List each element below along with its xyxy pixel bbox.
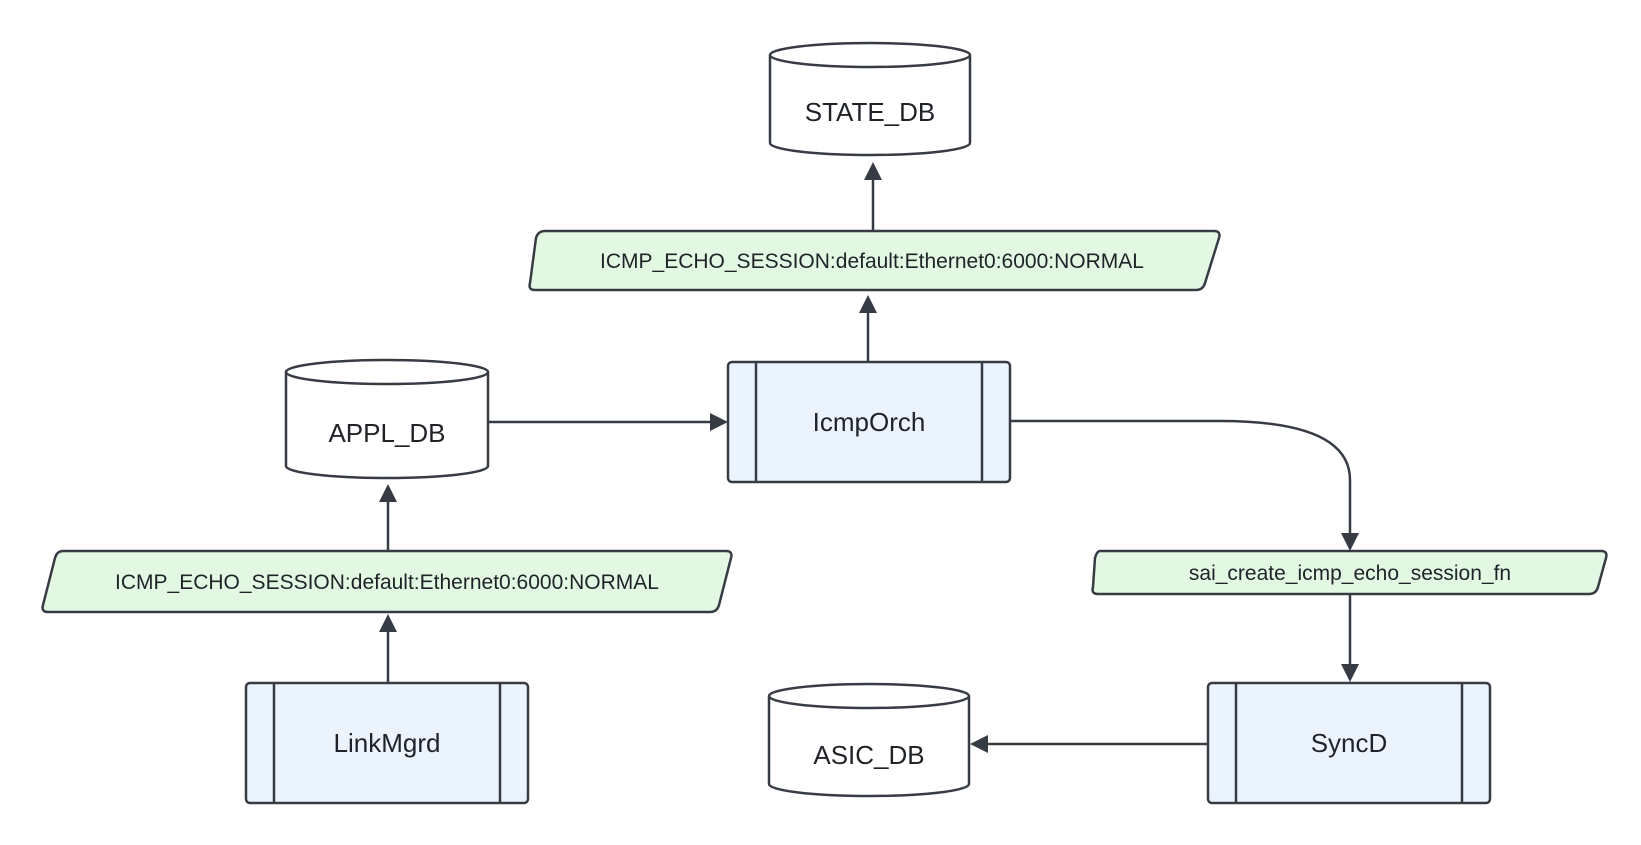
appl-message-label: ICMP_ECHO_SESSION:default:Ethernet0:6000… bbox=[115, 571, 659, 594]
edge-appl-message-to-appl-db bbox=[379, 484, 397, 551]
syncd-node[interactable]: SyncD bbox=[1206, 681, 1492, 805]
edge-appl-db-to-icmporch bbox=[488, 413, 728, 431]
database-icon bbox=[767, 682, 971, 798]
sai-message-node: sai_create_icmp_echo_session_fn bbox=[1091, 549, 1608, 596]
state-db-node[interactable]: STATE_DB bbox=[768, 41, 972, 157]
edge-syncd-to-asic-db bbox=[970, 735, 1208, 753]
linkmgrd-node[interactable]: LinkMgrd bbox=[244, 681, 530, 805]
asic-db-label: ASIC_DB bbox=[813, 740, 924, 770]
database-icon bbox=[284, 358, 490, 480]
linkmgrd-label: LinkMgrd bbox=[334, 728, 441, 758]
edge-icmporch-to-sai-message bbox=[1010, 419, 1359, 551]
edge-state-message-to-state-db bbox=[864, 162, 882, 231]
appl-db-label: APPL_DB bbox=[328, 418, 445, 448]
edge-linkmgrd-to-appl-message bbox=[379, 614, 397, 683]
state-message-label: ICMP_ECHO_SESSION:default:Ethernet0:6000… bbox=[600, 250, 1144, 273]
icmporch-node[interactable]: IcmpOrch bbox=[726, 360, 1012, 484]
appl-db-node[interactable]: APPL_DB bbox=[284, 358, 490, 480]
edges bbox=[379, 162, 1359, 753]
state-message-node: ICMP_ECHO_SESSION:default:Ethernet0:6000… bbox=[528, 229, 1221, 292]
sai-message-label: sai_create_icmp_echo_session_fn bbox=[1189, 562, 1511, 585]
database-icon bbox=[768, 41, 972, 157]
edge-sai-message-to-syncd bbox=[1341, 594, 1359, 682]
edge-icmporch-to-state-message bbox=[859, 295, 877, 362]
icmporch-label: IcmpOrch bbox=[813, 407, 926, 437]
state-db-label: STATE_DB bbox=[805, 97, 936, 127]
syncd-label: SyncD bbox=[1311, 728, 1388, 758]
asic-db-node[interactable]: ASIC_DB bbox=[767, 682, 971, 798]
appl-message-node: ICMP_ECHO_SESSION:default:Ethernet0:6000… bbox=[41, 549, 733, 614]
